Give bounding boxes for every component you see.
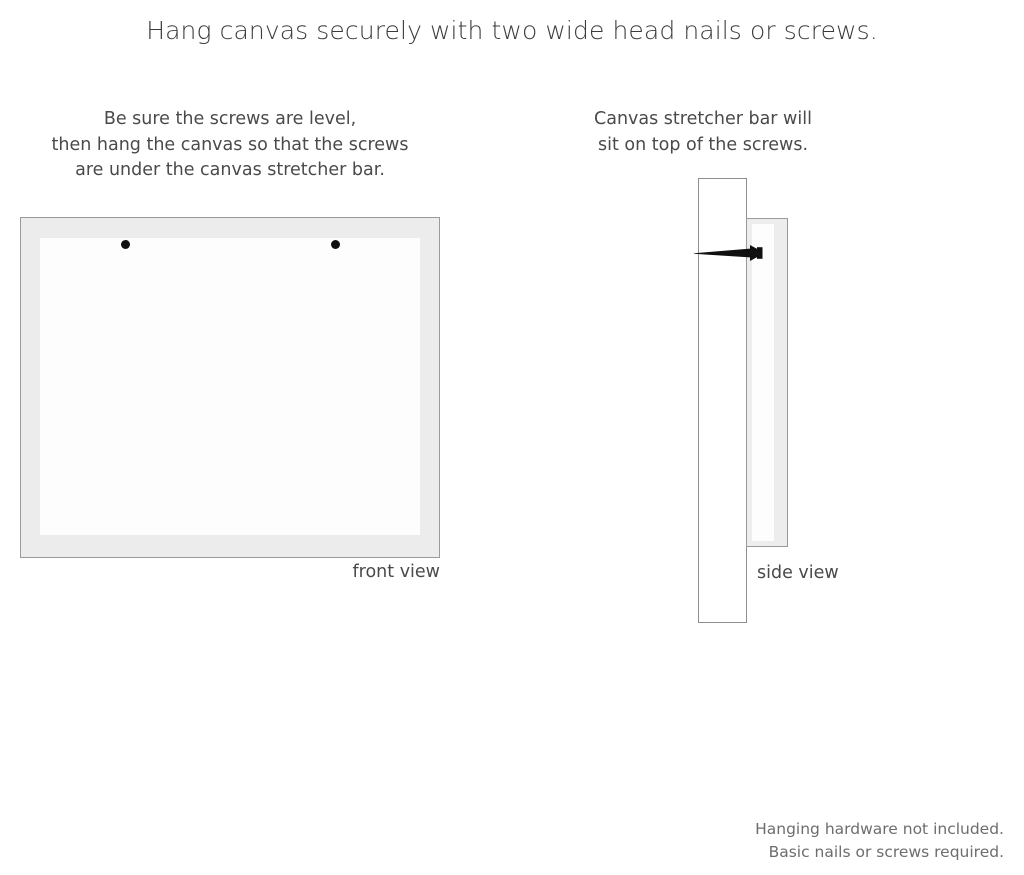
front-view-caption-line-3: are under the canvas stretcher bar. [75, 160, 385, 180]
page-title: Hang canvas securely with two wide head … [146, 16, 878, 45]
side-view-caption-line-1: Canvas stretcher bar will [594, 109, 812, 129]
front-view-diagram [20, 217, 440, 558]
footer-line-2: Basic nails or screws required. [768, 843, 1004, 861]
front-view-label: front view [352, 562, 441, 582]
screw-head-right-icon [331, 240, 340, 249]
side-view-label: side view [757, 563, 839, 583]
side-view-caption-line-2: sit on top of the screws. [597, 134, 809, 155]
side-view-caption: Canvas stretcher bar will sit on top of … [553, 107, 853, 158]
screw-head-left-icon [121, 240, 130, 249]
side-view-diagram [690, 170, 870, 640]
front-view-caption: Be sure the screws are level, then hang … [20, 107, 440, 184]
canvas-face [40, 238, 420, 535]
footer-note: Hanging hardware not included. Basic nai… [504, 818, 1004, 864]
front-view-caption-line-2: then hang the canvas so that the screws [51, 134, 409, 155]
front-view-caption-line-1: Be sure the screws are level, [103, 109, 357, 129]
canvas-face-edge [752, 224, 774, 541]
footer-line-1: Hanging hardware not included. [755, 820, 1004, 838]
screw-in-wall-icon [694, 245, 763, 261]
